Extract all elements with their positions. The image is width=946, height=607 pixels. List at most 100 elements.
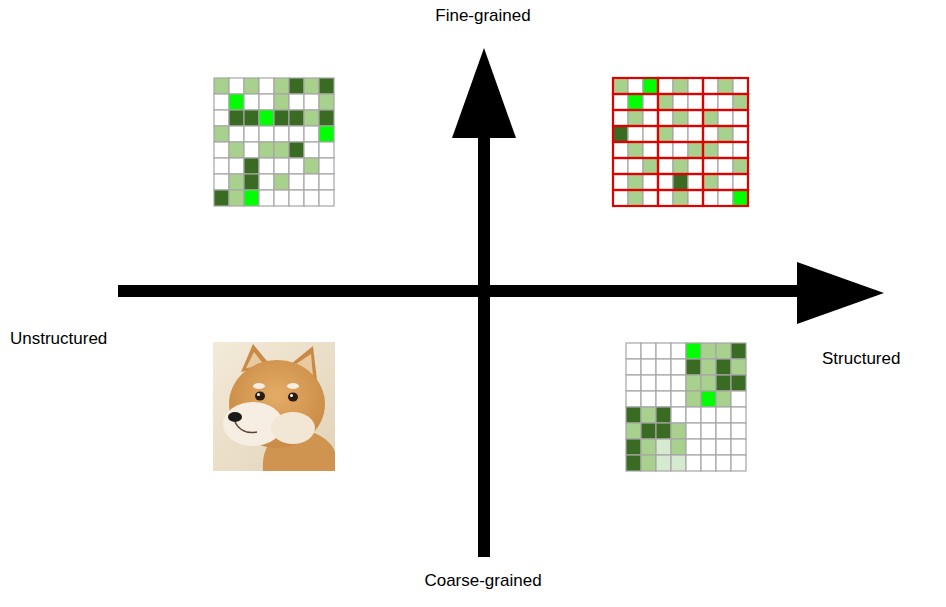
matrix-cell: [214, 174, 229, 190]
matrix-cell: [688, 78, 703, 94]
matrix-cell: [733, 94, 748, 110]
matrix-cell: [214, 158, 229, 174]
matrix-cell: [733, 190, 748, 206]
matrix-cell: [304, 142, 319, 158]
matrix-cell: [643, 94, 658, 110]
matrix-cell: [658, 78, 673, 94]
matrix-cell: [658, 110, 673, 126]
matrix-cell: [613, 110, 628, 126]
matrix-cell: [626, 439, 641, 455]
matrix-cell: [686, 455, 701, 471]
dog-nose: [228, 412, 242, 422]
matrix-cell: [259, 174, 274, 190]
matrix-cell: [319, 110, 334, 126]
matrix-cell: [274, 126, 289, 142]
matrix-cell: [656, 391, 671, 407]
matrix-cell: [673, 190, 688, 206]
matrix-cell: [673, 142, 688, 158]
matrix-cell: [628, 110, 643, 126]
structure-block: [658, 94, 703, 110]
matrix-cell: [688, 94, 703, 110]
matrix-cell: [628, 190, 643, 206]
horizontal-axis: [118, 285, 800, 297]
matrix-cell: [733, 126, 748, 142]
matrix-cell: [214, 110, 229, 126]
matrix-cell: [703, 110, 718, 126]
matrix-cell: [319, 158, 334, 174]
matrix-cell: [701, 455, 716, 471]
matrix-cell: [628, 126, 643, 142]
block-sparse-matrix: [626, 343, 746, 471]
matrix-cell: [701, 407, 716, 423]
matrix-cell: [229, 190, 244, 206]
matrix-cell: [703, 158, 718, 174]
matrix-cell: [229, 158, 244, 174]
axis-label: Fine-grained: [435, 6, 530, 26]
matrix-cell: [628, 142, 643, 158]
matrix-cell: [733, 158, 748, 174]
matrix-cell: [731, 359, 746, 375]
matrix-cell: [214, 190, 229, 206]
matrix-cell: [671, 391, 686, 407]
matrix-cell: [259, 110, 274, 126]
matrix-cell: [641, 455, 656, 471]
matrix-cell: [289, 174, 304, 190]
matrix-cell: [626, 359, 641, 375]
matrix-cell: [319, 174, 334, 190]
matrix-cell: [259, 78, 274, 94]
structure-block: [703, 142, 748, 158]
matrix-cell: [244, 94, 259, 110]
matrix-cell: [643, 158, 658, 174]
matrix-cell: [643, 78, 658, 94]
matrix-cell: [701, 359, 716, 375]
matrix-cell: [718, 94, 733, 110]
matrix-cell: [688, 174, 703, 190]
matrix-cell: [673, 126, 688, 142]
matrix-cell: [244, 174, 259, 190]
matrix-cell: [716, 343, 731, 359]
matrix-cell: [274, 78, 289, 94]
structure-block: [658, 174, 703, 190]
matrix-cell: [274, 110, 289, 126]
matrix-cell: [673, 158, 688, 174]
matrix-cell: [701, 343, 716, 359]
matrix-cell: [643, 110, 658, 126]
matrix-cell: [289, 142, 304, 158]
matrix-cell: [716, 375, 731, 391]
structure-block: [613, 110, 658, 126]
matrix-cell: [229, 142, 244, 158]
matrix-cell: [613, 158, 628, 174]
matrix-cell: [641, 343, 656, 359]
matrix-cell: [716, 407, 731, 423]
dog-photo: [213, 342, 335, 471]
axis-label: Structured: [822, 349, 900, 369]
eye-highlight: [257, 393, 260, 396]
matrix-cell: [628, 174, 643, 190]
matrix-cell: [671, 375, 686, 391]
axis-label: Unstructured: [10, 329, 107, 349]
photo-background: [213, 342, 335, 471]
matrix-cell: [628, 94, 643, 110]
structure-block: [703, 158, 748, 174]
structure-block: [613, 190, 658, 206]
dog-brow: [287, 383, 299, 389]
structure-block: [703, 126, 748, 142]
matrix-cell: [214, 126, 229, 142]
matrix-cell: [656, 455, 671, 471]
matrix-cell: [656, 439, 671, 455]
matrix-cell: [319, 126, 334, 142]
dog-mouth: [235, 422, 257, 433]
matrix-cell: [274, 158, 289, 174]
matrix-cell: [304, 78, 319, 94]
matrix-cell: [671, 455, 686, 471]
matrix-cell: [319, 78, 334, 94]
matrix-cell: [626, 423, 641, 439]
matrix-cell: [244, 78, 259, 94]
matrix-cell: [716, 439, 731, 455]
matrix-cell: [244, 142, 259, 158]
structure-block: [613, 158, 658, 174]
structure-block: [613, 174, 658, 190]
structure-block: [703, 78, 748, 94]
